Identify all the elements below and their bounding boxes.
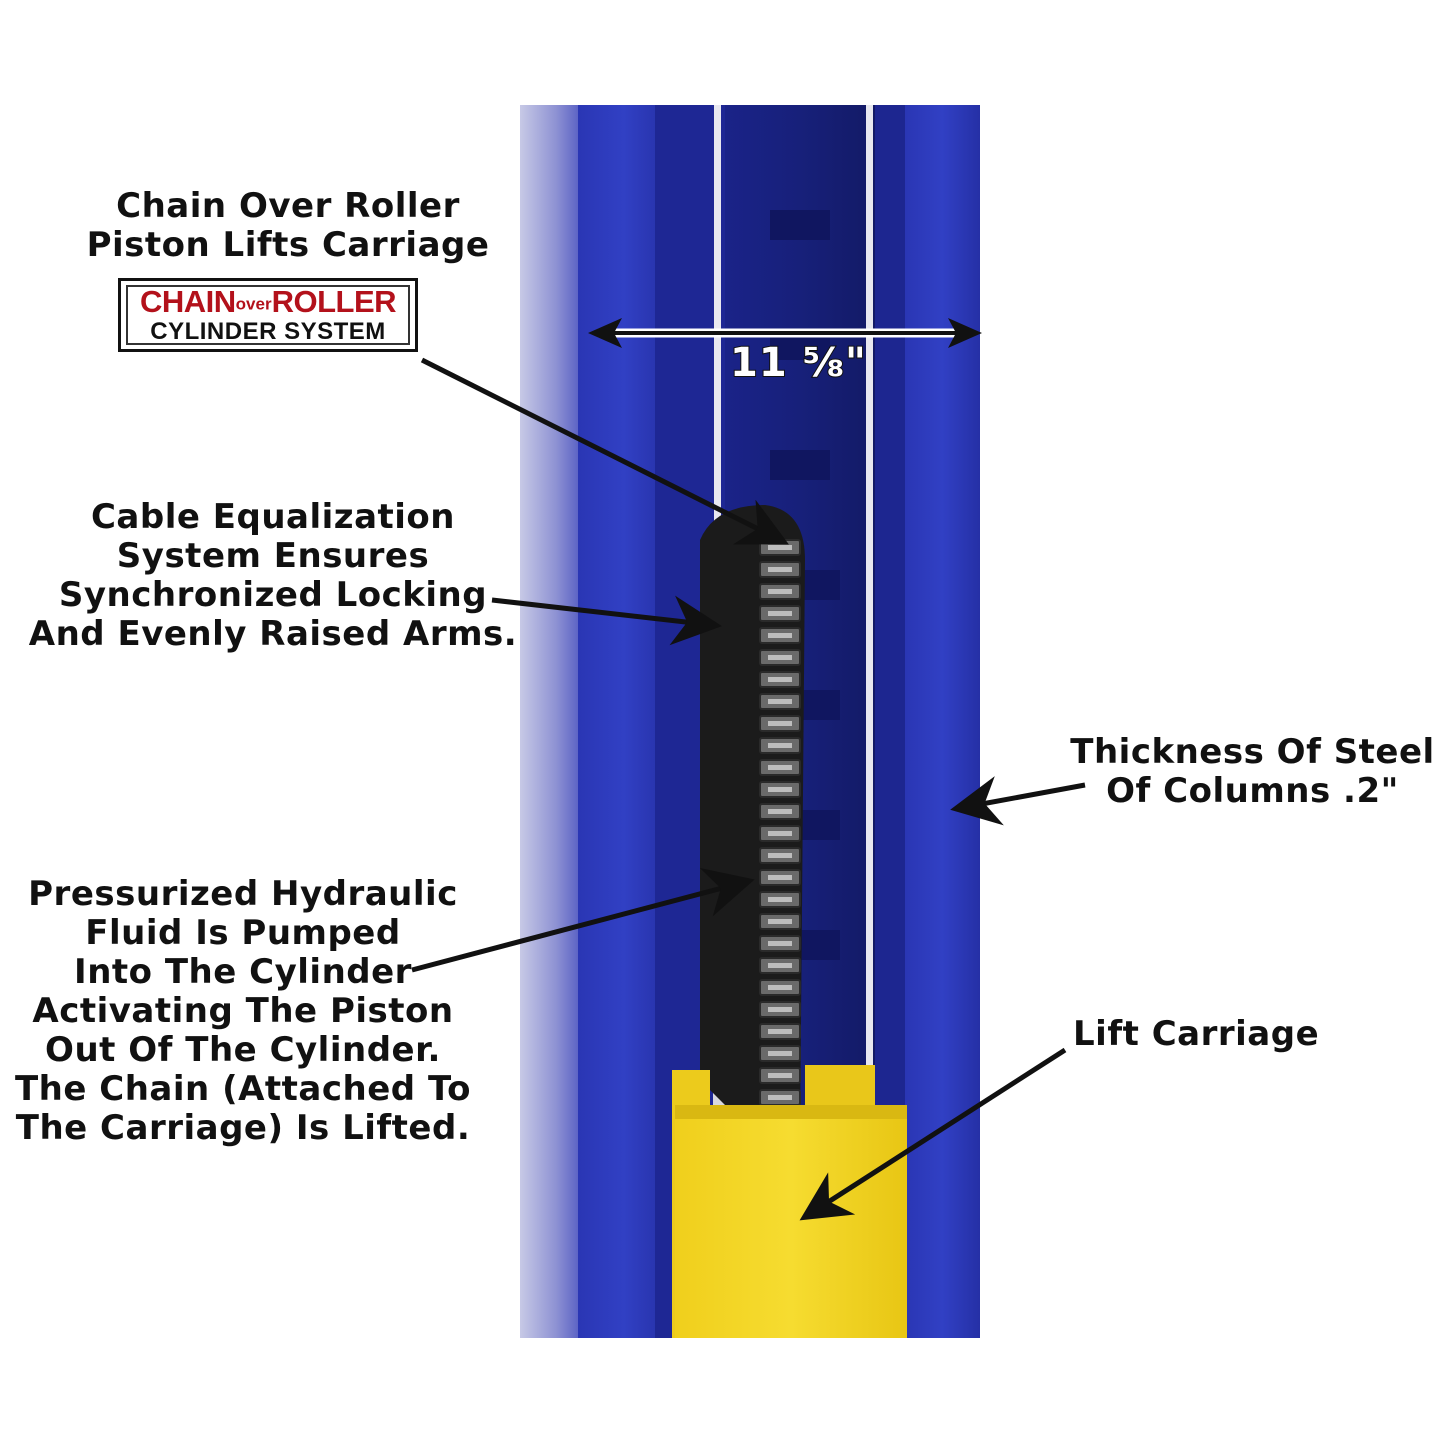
chain-pin <box>768 985 792 990</box>
chain-pin <box>768 831 792 836</box>
chain-pin <box>768 897 792 902</box>
column-width-label: 11 ⅝" <box>729 339 867 387</box>
callout-hydraulic: Pressurized Hydraulic Fluid Is Pumped In… <box>8 875 478 1148</box>
callout-line: Activating The Piston <box>32 991 454 1031</box>
chain-pin <box>768 567 792 572</box>
callout-line: Of Columns .2" <box>1106 771 1399 811</box>
badge-frame: CHAINoverROLLER CYLINDER SYSTEM <box>126 285 410 345</box>
badge-word-over: over <box>235 294 272 314</box>
callout-line: Thickness Of Steel <box>1070 732 1435 772</box>
badge-line-1: CHAINoverROLLER <box>139 284 397 320</box>
badge-word-chain: CHAIN <box>139 284 236 320</box>
arrow-thickness <box>950 776 1086 826</box>
chain-pin <box>768 919 792 924</box>
callout-line: Into The Cylinder <box>74 952 412 992</box>
chain-pin <box>768 611 792 616</box>
badge-word-roller: ROLLER <box>271 284 397 320</box>
chain-pin <box>768 1007 792 1012</box>
chain-roller <box>700 505 805 1150</box>
chain-pin <box>768 545 792 550</box>
chain-pin <box>768 963 792 968</box>
arrow-hydraulic <box>411 868 755 973</box>
chain-pin <box>768 1073 792 1078</box>
callout-line: The Carriage) Is Lifted. <box>15 1108 471 1148</box>
callout-cable-equalization: Cable Equalization System Ensures Synchr… <box>18 498 528 654</box>
callout-line: And Evenly Raised Arms. <box>28 614 518 654</box>
callout-line: Out Of The Cylinder. <box>45 1030 441 1070</box>
chain-pin <box>768 941 792 946</box>
chain-pin <box>768 765 792 770</box>
chain-pin <box>768 809 792 814</box>
chain-pin <box>768 721 792 726</box>
callout-arrows <box>411 357 1086 1221</box>
chain-pin <box>768 589 792 594</box>
callout-line: Lift Carriage <box>1073 1014 1320 1054</box>
chain-pin <box>768 1095 792 1100</box>
chain-pin <box>768 655 792 660</box>
chain-pin <box>768 677 792 682</box>
chain-pin <box>768 787 792 792</box>
badge-line-2: CYLINDER SYSTEM <box>150 317 386 345</box>
chain-pin <box>768 699 792 704</box>
callout-line: Piston Lifts Carriage <box>86 225 490 265</box>
callout-line: Synchronized Locking <box>58 575 488 615</box>
arrow-chain-roller <box>420 357 789 545</box>
chain-over-roller-badge: CHAINoverROLLER CYLINDER SYSTEM <box>118 278 418 352</box>
callout-line: The Chain (Attached To <box>14 1069 472 1109</box>
lift-carriage-block <box>672 1065 907 1338</box>
arrow-lift-carriage <box>799 1047 1067 1221</box>
chain-pin <box>768 1029 792 1034</box>
arrow-cable-equalization <box>491 595 722 646</box>
callout-thickness: Thickness Of Steel Of Columns .2" <box>1070 733 1435 811</box>
callout-line: Cable Equalization <box>90 497 455 537</box>
chain-pin <box>768 875 792 880</box>
callout-line: Chain Over Roller <box>116 186 460 226</box>
callout-line: Fluid Is Pumped <box>85 913 401 953</box>
chain-pin <box>768 1051 792 1056</box>
callout-lift-carriage: Lift Carriage <box>1073 1015 1319 1054</box>
chain-pin <box>768 743 792 748</box>
callout-line: System Ensures <box>116 536 430 576</box>
chain-pin <box>768 853 792 858</box>
callout-chain-over-roller: Chain Over Roller Piston Lifts Carriage <box>78 187 498 265</box>
callout-line: Pressurized Hydraulic <box>28 874 458 914</box>
chain-pin <box>768 633 792 638</box>
